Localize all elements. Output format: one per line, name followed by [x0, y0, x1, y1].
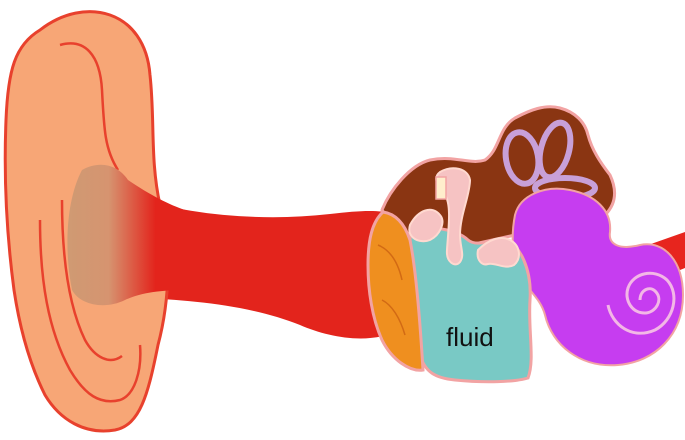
ossicles-joint: [436, 177, 446, 199]
cochlea: [513, 189, 683, 366]
ear-canal-opening: [67, 165, 185, 305]
fluid-label: fluid: [446, 322, 494, 352]
